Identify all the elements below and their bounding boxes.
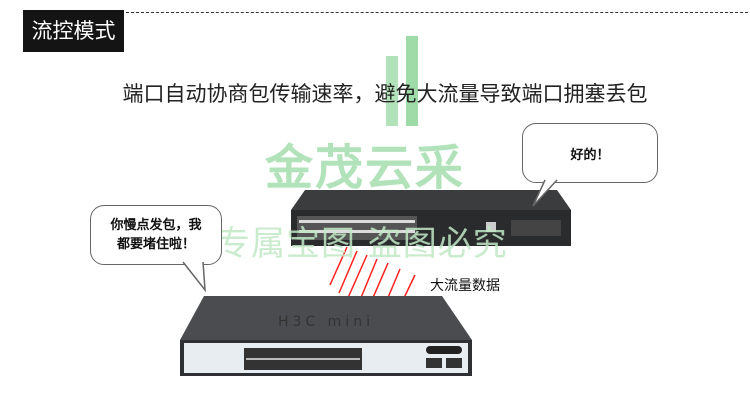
data-flow-arrows-icon (329, 246, 416, 300)
watermark-notice: 专属宝图 盗图必究 (216, 224, 508, 264)
section-title: 流控模式 (23, 10, 124, 52)
bubble-text-line2: 都要堵住啦！ (116, 237, 195, 252)
subtitle: 端口自动协商包传输速率，避免大流量导致端口拥塞丢包 (122, 82, 648, 106)
flow-label: 大流量数据 (430, 278, 500, 294)
speech-bubble-right: 好的！ (522, 123, 658, 183)
speech-bubble-left: 你慢点发包，我都要堵住啦！ (90, 205, 222, 265)
bubble-tail-icon (182, 261, 206, 293)
bubble-text: 好的！ (570, 147, 610, 163)
watermark-brand: 金茂云采 (265, 140, 466, 196)
switch-h3c-mini-image: H3C mini (180, 296, 472, 376)
bubble-tail-icon (532, 179, 558, 207)
switch-24-port-image (291, 190, 571, 246)
dashed-divider (126, 12, 748, 13)
watermark-logo-icon (386, 36, 418, 126)
bubble-text-line1: 你慢点发包，我 (110, 218, 202, 233)
device-brand: H3C mini (278, 314, 374, 330)
